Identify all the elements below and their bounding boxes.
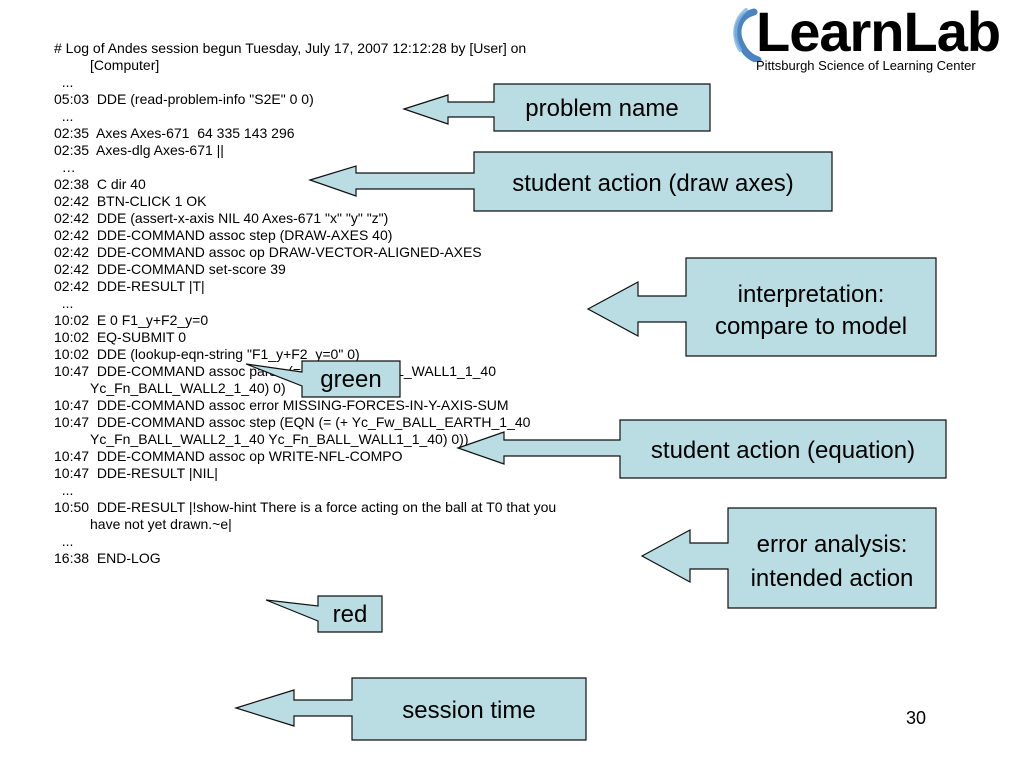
log-line: 02:42 DDE (assert-x-axis NIL 40 Axes-671…: [54, 210, 389, 226]
log-line: 02:42 DDE-COMMAND assoc op DRAW-VECTOR-A…: [54, 244, 482, 260]
log-line: 02:38 C dir 40: [54, 176, 146, 192]
callout-red: red: [265, 595, 383, 633]
log-line: 10:50 DDE-RESULT |!show-hint There is a …: [54, 499, 557, 515]
callout-label: intended action: [751, 565, 914, 592]
log-line: ...: [54, 108, 74, 124]
log-line: Yc_Fn_BALL_WALL2_1_40 Yc_Fn_BALL_WALL1_1…: [90, 431, 469, 447]
log-line: ...: [54, 74, 74, 90]
log-line: ...: [54, 533, 74, 549]
callout-label: session time: [402, 697, 535, 724]
logo-subtitle: Pittsburgh Science of Learning Center: [756, 58, 976, 73]
log-line: # Log of Andes session begun Tuesday, Ju…: [54, 40, 527, 56]
log-line: 05:03 DDE (read-problem-info "S2E" 0 0): [54, 91, 314, 107]
log-line: [Computer]: [90, 57, 160, 73]
session-log: # Log of Andes session begun Tuesday, Ju…: [54, 40, 694, 567]
logo-swirl-icon: [733, 8, 762, 62]
log-line: 10:02 EQ-SUBMIT 0: [54, 329, 187, 345]
callout-session-time: session time: [233, 677, 587, 741]
log-line: Yc_Fn_BALL_WALL2_1_40) 0): [90, 380, 286, 396]
log-line: 02:35 Axes Axes-671 64 335 143 296: [54, 125, 295, 141]
log-line: 10:02 DDE (lookup-eqn-string "F1_y+F2_y=…: [54, 346, 360, 362]
callout-label: compare to model: [715, 313, 907, 340]
page-number: 30: [906, 708, 927, 728]
log-line: 10:47 DDE-COMMAND assoc op WRITE-NFL-COM…: [54, 448, 403, 464]
log-line: 02:35 Axes-dlg Axes-671 ||: [54, 142, 224, 158]
log-line: ...: [54, 482, 74, 498]
callout-arrow: [265, 595, 383, 633]
log-line: 10:47 DDE-RESULT |NIL|: [54, 465, 218, 481]
log-line: 02:42 DDE-COMMAND assoc step (DRAW-AXES …: [54, 227, 393, 243]
log-line: 02:42 BTN-CLICK 1 OK: [54, 193, 207, 209]
log-line: have not yet drawn.~e|: [90, 516, 232, 532]
log-line: 10:02 E 0 F1_y+F2_y=0: [54, 312, 209, 328]
log-line: 16:38 END-LOG: [54, 550, 161, 566]
log-line: ...: [54, 295, 74, 311]
log-line: 02:42 DDE-COMMAND set-score 39: [54, 261, 286, 277]
log-line: 10:47 DDE-COMMAND assoc parse (= (+ Yc_F…: [54, 363, 496, 379]
log-line: …: [54, 159, 76, 175]
callout-label: red: [333, 601, 368, 628]
logo-wordmark: LearnLab: [756, 0, 1001, 63]
log-line: 10:47 DDE-COMMAND assoc step (EQN (= (+ …: [54, 414, 531, 430]
callout-label: interpretation:: [738, 281, 885, 308]
callout-label: error analysis:: [757, 531, 908, 558]
learnlab-logo: LearnLab Pittsburgh Science of Learning …: [728, 0, 1020, 80]
callout-arrow: [233, 677, 587, 741]
log-line: 02:42 DDE-RESULT |T|: [54, 278, 205, 294]
log-line: 10:47 DDE-COMMAND assoc error MISSING-FO…: [54, 397, 509, 413]
